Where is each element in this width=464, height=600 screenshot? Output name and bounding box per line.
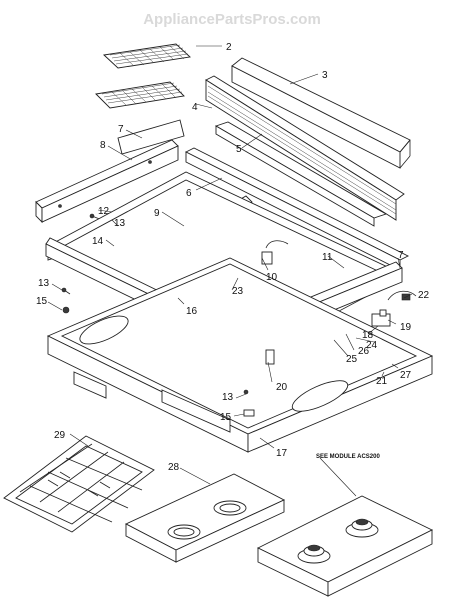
callout-24: 24 xyxy=(366,340,378,351)
grille-part-2 xyxy=(95,43,191,109)
callout-7-right: 7 xyxy=(398,250,404,261)
callout-18: 18 xyxy=(362,330,374,341)
callout-15-bottom: 15 xyxy=(220,412,232,423)
callout-3: 3 xyxy=(322,70,328,81)
callout-4: 4 xyxy=(192,102,198,113)
callout-19: 19 xyxy=(400,322,412,333)
callout-10: 10 xyxy=(266,272,278,283)
callout-20: 20 xyxy=(276,382,288,393)
callout-16: 16 xyxy=(186,306,198,317)
callout-29: 29 xyxy=(54,430,66,441)
callout-11: 11 xyxy=(322,252,333,263)
vent-duct-part-4 xyxy=(205,75,405,221)
callout-13-bottom: 13 xyxy=(222,392,234,403)
callout-25: 25 xyxy=(346,354,358,365)
callout-15-left: 15 xyxy=(36,296,48,307)
bracket-part-5 xyxy=(214,121,388,227)
acs200-module xyxy=(256,495,434,597)
watermark: AppliancePartsPros.com xyxy=(143,11,321,28)
callout-17: 17 xyxy=(276,448,288,459)
callout-6: 6 xyxy=(186,188,192,199)
callout-13-left: 13 xyxy=(38,278,50,289)
see-module-note: SEE MODULE ACS200 xyxy=(316,454,380,460)
callout-5: 5 xyxy=(236,144,242,155)
burner-grate-part-29 xyxy=(3,435,155,533)
callout-27: 27 xyxy=(400,370,412,381)
callout-23: 23 xyxy=(232,286,244,297)
callout-13-top: 13 xyxy=(114,218,126,229)
callout-12: 12 xyxy=(98,206,110,217)
callout-2: 2 xyxy=(226,42,232,53)
burner-module-part-28 xyxy=(124,473,286,563)
callout-14: 14 xyxy=(92,236,104,247)
callout-9: 9 xyxy=(154,208,160,219)
callout-21: 21 xyxy=(376,376,388,387)
top-cover-part-3 xyxy=(231,57,411,169)
callout-8: 8 xyxy=(100,140,106,151)
callout-labels: 2 3 4 5 6 7 7 8 9 10 11 12 13 13 13 14 1… xyxy=(36,42,430,473)
leader-lines xyxy=(47,45,413,497)
callout-28: 28 xyxy=(168,462,180,473)
callout-7-left: 7 xyxy=(118,124,124,135)
base-pan xyxy=(46,257,434,453)
rail-part-8 xyxy=(35,119,185,224)
callout-22: 22 xyxy=(418,290,430,301)
callout-26: 26 xyxy=(358,346,370,357)
